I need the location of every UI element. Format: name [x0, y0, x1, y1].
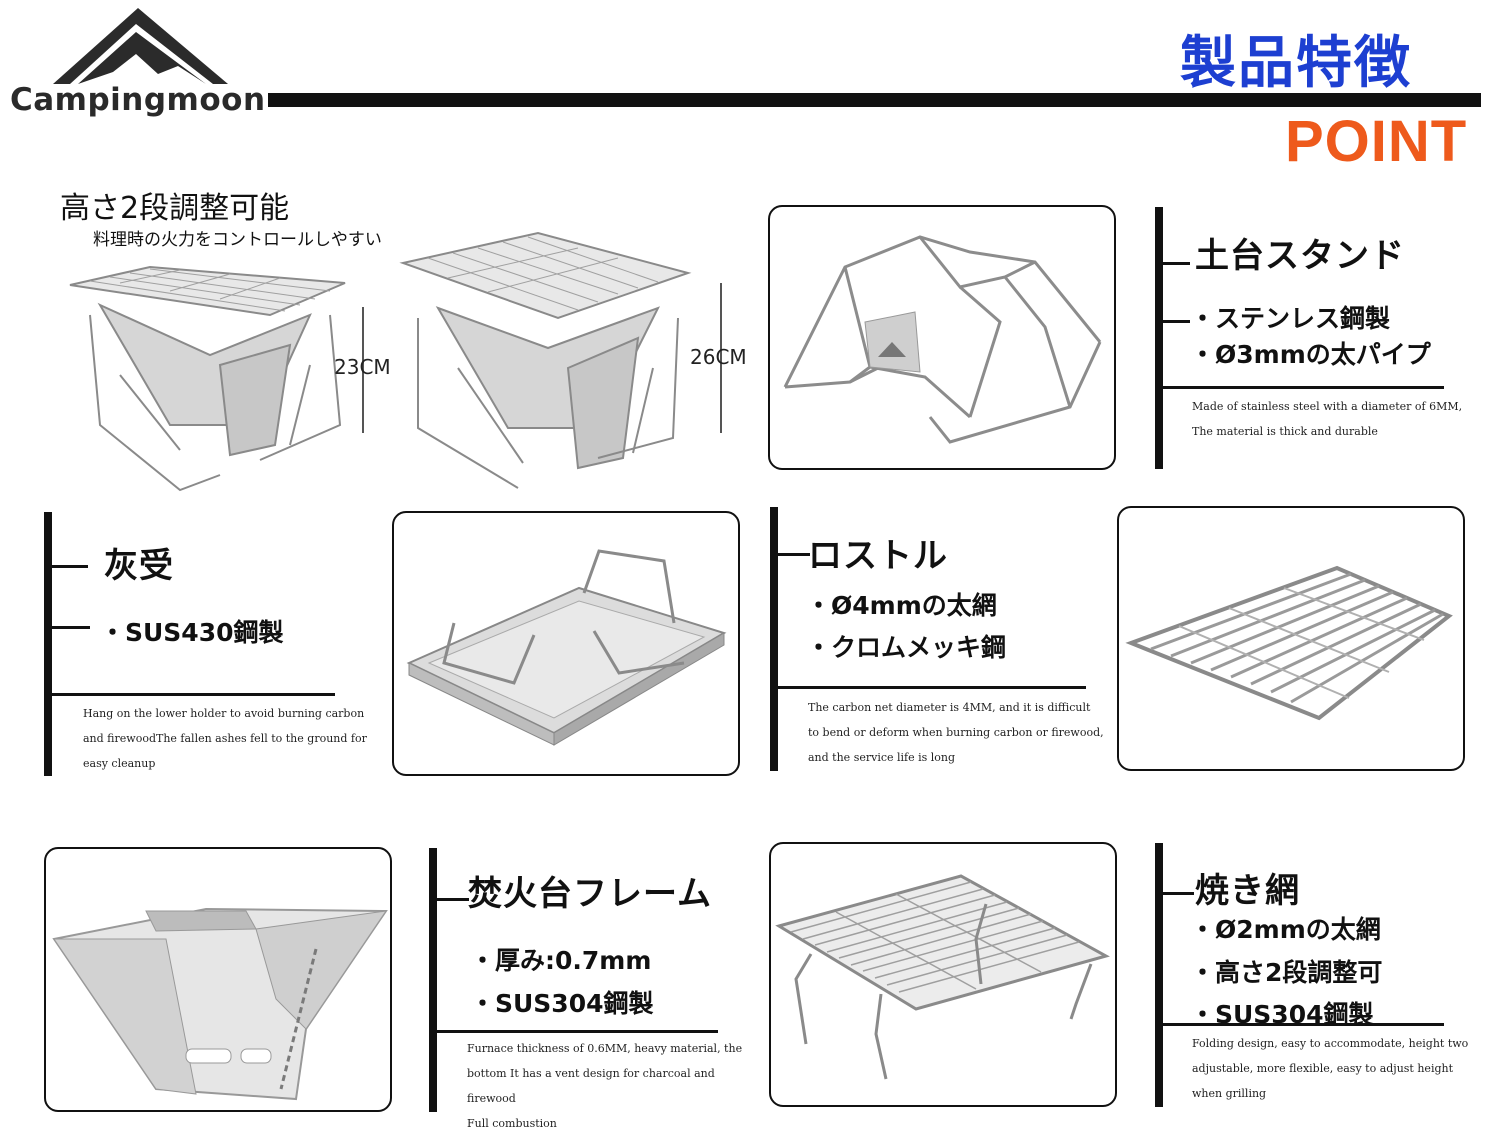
header-rule [268, 93, 1481, 107]
ash-desc-line-3: easy cleanup [83, 757, 156, 770]
height-label-high: 26CM [690, 345, 747, 369]
frame-desc-line-3: Full combustion [467, 1117, 557, 1130]
grill-title-tick [1160, 892, 1194, 895]
frame-bullet-1: ・厚み:0.7mm [470, 946, 652, 975]
grate-divider [776, 686, 1086, 689]
stand-bullet-1: ・ステンレス鋼製 [1190, 304, 1391, 333]
grill-desc: Folding design, easy to accommodate, hei… [1192, 1031, 1492, 1106]
brand-logo: Campingmoon [8, 4, 265, 122]
grate-bullet-1: ・Ø4mmの太網 [806, 591, 997, 620]
ash-bullet-1: ・SUS430鋼製 [100, 618, 284, 647]
grate-bullet-2: ・クロムメッキ鋼 [806, 633, 1007, 662]
page-subtitle: POINT [1285, 109, 1468, 174]
ash-pan-photo [392, 511, 740, 776]
grill-bar [1155, 843, 1163, 1107]
product-image-low [60, 255, 360, 495]
grill-desc-line-3: when grilling [1192, 1087, 1267, 1100]
ash-bar [44, 512, 52, 776]
frame-divider [435, 1030, 718, 1033]
ash-title-tick [50, 565, 88, 568]
ash-title: 灰受 [104, 546, 174, 586]
height-label-low: 23CM [334, 355, 391, 379]
grate-desc: The carbon net diameter is 4MM, and it i… [808, 695, 1108, 770]
stand-title: 土台スタンド [1195, 236, 1405, 276]
stand-bar [1155, 207, 1163, 469]
grate-photo [1117, 506, 1465, 771]
grate-title: ロストル [808, 536, 948, 576]
grill-bullet-2: ・高さ2段調整可 [1190, 958, 1383, 987]
brand-name: Campingmoon [10, 82, 266, 118]
frame-desc: Furnace thickness of 0.6MM, heavy materi… [467, 1036, 767, 1136]
grill-desc-line-2: adjustable, more flexible, easy to adjus… [1192, 1062, 1454, 1075]
stand-divider [1160, 386, 1444, 389]
product-image-high [398, 228, 698, 493]
frame-title-tick [435, 898, 469, 901]
ash-desc-line-1: Hang on the lower holder to avoid burnin… [83, 707, 365, 720]
grill-photo [769, 842, 1117, 1107]
grate-desc-line-1: The carbon net diameter is 4MM, and it i… [808, 701, 1091, 714]
grate-bar [770, 507, 778, 771]
mountain-logo-icon [53, 8, 228, 84]
ash-divider [50, 693, 335, 696]
stand-bullet-2: ・Ø3mmの太パイプ [1190, 340, 1431, 369]
stand-desc-line-1: Made of stainless steel with a diameter … [1192, 400, 1463, 413]
stand-desc-line-2: The material is thick and durable [1192, 425, 1378, 438]
hero-title: 高さ2段調整可能 [60, 191, 290, 226]
stand-bullet-tick [1160, 320, 1190, 323]
page-title: 製品特徴 [1180, 31, 1412, 96]
frame-bar [429, 848, 437, 1112]
grate-desc-line-3: and the service life is long [808, 751, 956, 764]
grill-divider [1160, 1023, 1444, 1026]
ash-desc: Hang on the lower holder to avoid burnin… [83, 701, 383, 776]
grill-bullet-1: ・Ø2mmの太網 [1190, 915, 1381, 944]
height-marker-low [362, 307, 364, 433]
frame-desc-line-1: Furnace thickness of 0.6MM, heavy materi… [467, 1042, 743, 1055]
fire-frame-photo [44, 847, 392, 1112]
hero-subtitle: 料理時の火力をコントロールしやすい [93, 230, 382, 250]
frame-desc-line-2: bottom It has a vent design for charcoal… [467, 1067, 715, 1105]
height-marker-high [720, 283, 722, 433]
grate-title-tick [776, 553, 810, 556]
ash-desc-line-2: and firewoodThe fallen ashes fell to the… [83, 732, 367, 745]
grill-desc-line-1: Folding design, easy to accommodate, hei… [1192, 1037, 1469, 1050]
frame-bullet-2: ・SUS304鋼製 [470, 989, 654, 1018]
frame-title: 焚火台フレーム [468, 874, 712, 914]
stand-desc: Made of stainless steel with a diameter … [1192, 394, 1482, 444]
grate-desc-line-2: to bend or deform when burning carbon or… [808, 726, 1104, 739]
stand-photo [768, 205, 1116, 470]
ash-bullet-tick [50, 626, 90, 629]
grill-title: 焼き網 [1195, 871, 1300, 911]
stand-title-tick [1160, 262, 1190, 265]
